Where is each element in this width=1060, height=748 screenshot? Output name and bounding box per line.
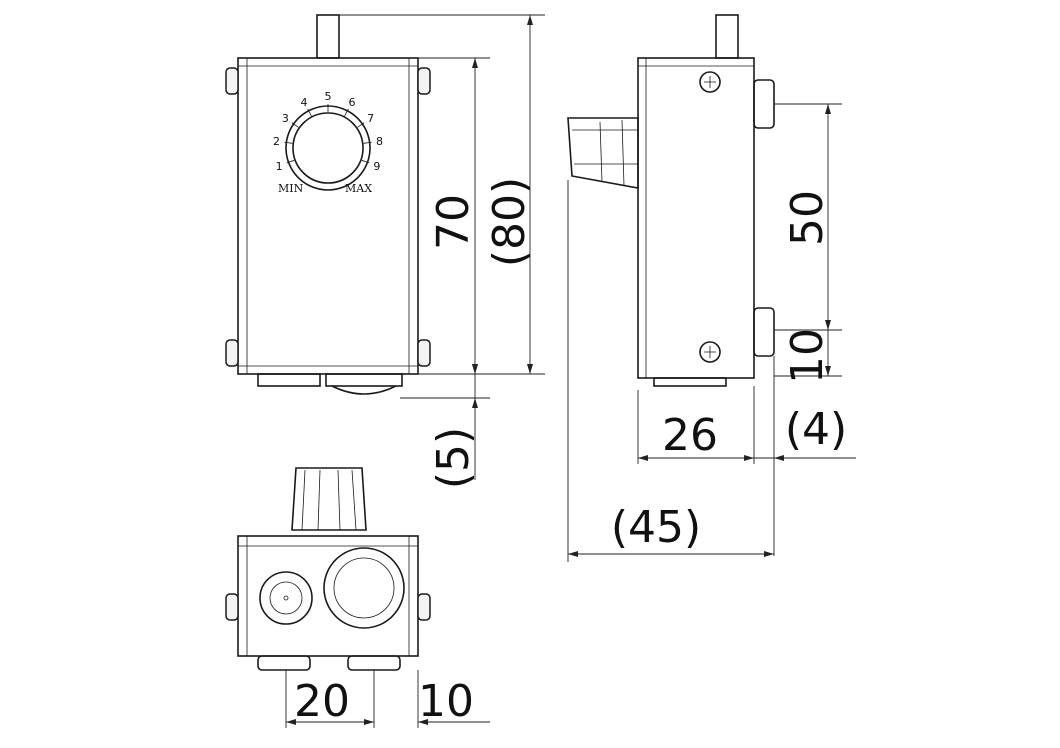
mount-lug-top: [753, 79, 775, 129]
dial-tick: [286, 159, 295, 164]
screw-head: [225, 593, 239, 621]
cable-gland: [257, 373, 321, 387]
bottom-cable-gland: [259, 571, 313, 625]
mount-lug-bottom: [753, 307, 775, 357]
dim-70: 70: [428, 194, 479, 250]
dim-4: (4): [785, 404, 847, 455]
dim-50: 50: [782, 190, 833, 246]
bottom-view: 20 10: [225, 467, 490, 728]
dial-number: 5: [325, 90, 332, 103]
dim-80: (80): [484, 177, 535, 267]
side-knob: [567, 117, 639, 189]
front-cable-stub: [316, 14, 340, 59]
side-view: 50 10 26 (4) (45): [567, 14, 856, 562]
dial-number: 2: [273, 135, 280, 148]
side-cable-stub: [715, 14, 739, 59]
screw-head: [225, 67, 239, 95]
dial-number: 6: [349, 96, 356, 109]
dial-tick: [363, 141, 372, 144]
front-view: 1 234 5 678 9 MIN MAX 70 (80) (5): [225, 14, 545, 489]
dial-number: 1: [276, 160, 283, 173]
side-body: [637, 57, 755, 379]
bottom-foot: [257, 655, 311, 671]
dial-number: 3: [282, 112, 289, 125]
dial-numbers: 1 234 5 678 9: [273, 90, 383, 173]
dial-knob: [292, 112, 364, 184]
dial-knob-outer: [285, 105, 371, 191]
pilot-lamp: [331, 385, 397, 395]
dim-10-side: 10: [782, 328, 833, 384]
dial-number: 9: [373, 160, 380, 173]
dial-tick: [344, 108, 349, 117]
dial-max-label: MAX: [345, 182, 372, 195]
side-lamp: [653, 377, 727, 387]
screw-head: [417, 67, 431, 95]
bottom-lamp: [323, 547, 405, 629]
dial-tick: [307, 108, 312, 117]
dial-number: 4: [300, 96, 307, 109]
dial-tick: [361, 159, 370, 164]
dim-45: (45): [611, 502, 701, 553]
dial-tick: [357, 122, 365, 128]
dial-tick: [284, 141, 293, 144]
dial-number: 7: [367, 112, 374, 125]
bottom-knob: [291, 467, 367, 531]
screw-head: [417, 339, 431, 367]
screw-head: [417, 593, 431, 621]
dim-5: (5): [428, 427, 479, 489]
pilot-lamp-base: [325, 373, 403, 387]
dim-26: 26: [662, 410, 718, 461]
bottom-body: [237, 535, 419, 657]
bottom-foot: [347, 655, 401, 671]
dim-10-bottom: 10: [418, 676, 474, 727]
screw-head: [225, 339, 239, 367]
dial-tick: [291, 122, 299, 128]
side-screw-bottom: [699, 341, 721, 363]
dial-number: 8: [376, 135, 383, 148]
side-screw-top: [699, 71, 721, 93]
dial-ticks: [284, 104, 372, 164]
dim-20: 20: [294, 676, 350, 727]
dial-min-label: MIN: [278, 182, 304, 195]
